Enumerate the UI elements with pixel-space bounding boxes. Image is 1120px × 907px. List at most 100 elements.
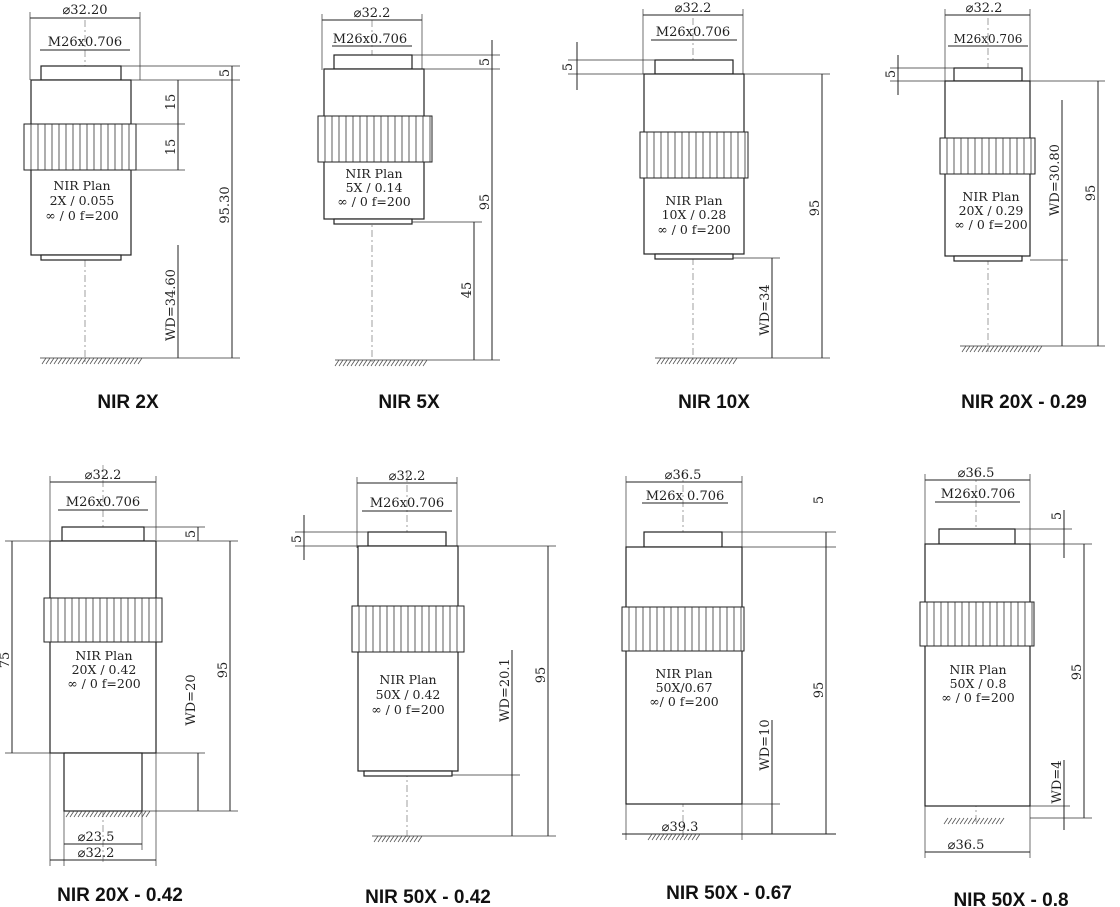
hatch-stroke [672,357,678,365]
hatch-stroke [81,357,87,365]
thread-collar [953,67,1023,82]
objective-title: NIR 50X - 0.42 [365,887,491,907]
working-distance-dim: WD=34.60 [164,269,179,341]
hatch-stroke [963,817,969,825]
diameter-top-value: 32.2 [361,6,390,21]
hatch-stroke [381,835,387,843]
hatch-stroke [57,357,63,365]
lens-magnification: 20X / 0.42 [72,662,137,677]
hatch-stroke [378,359,384,367]
knurl-ring [621,606,745,652]
specimen-plane-hatch [961,345,1043,353]
hatch-stroke [105,810,111,818]
diameter-top-value: 32.2 [973,1,1002,16]
diameter-top-value: 32.2 [682,1,711,16]
hatch-stroke [651,833,657,841]
diameter-top-value: 36.5 [965,466,994,481]
hatch-stroke [676,357,682,365]
objective-title: NIR 10X [678,392,750,413]
diameter-bottom-value: 32.2 [85,846,114,861]
hatch-stroke [45,357,51,365]
diameter-bottom-value: 39.3 [669,820,698,835]
hatch-stroke [89,357,95,365]
hatch-stroke [1025,345,1031,353]
hatch-stroke [97,810,103,818]
front-lens [333,218,413,225]
objective-title: NIR 2X [97,392,159,413]
lens-tube-length: ∞ / 0 f=200 [45,208,119,223]
thread-label: M26x0.706 [66,495,140,510]
knurl-ring [639,131,749,179]
knurl-ring-outline [939,137,1036,175]
diameter-nose-label: ⌀23.5 [78,830,115,845]
hatch-stroke [688,357,694,365]
hatch-stroke [1017,345,1023,353]
lens-name: NIR Plan [379,672,436,687]
hatch-stroke [346,359,352,367]
parfocal-length-dim: 95 [534,667,549,684]
hatch-stroke [85,357,91,365]
hatch-stroke [959,817,965,825]
hatch-stroke [113,810,119,818]
hatch-stroke [129,357,135,365]
specimen-plane-hatch [41,357,143,365]
hatch-stroke [660,357,666,365]
objective-nir-20x-029: ⌀32.2 M26x0.706 NIR Plan 20X / 0.29 ∞ / … [884,1,1105,413]
working-distance-dim: WD=20.1 [498,658,513,722]
collar-height-dim: 5 [478,58,493,66]
lens-magnification: 10X / 0.28 [662,207,727,222]
hatch-stroke [406,359,412,367]
hatch-stroke [73,357,79,365]
hatch-stroke [687,833,693,841]
hatch-stroke [981,345,987,353]
hatch-stroke [943,817,949,825]
diameter-top-label: ⌀36.5 [958,466,995,481]
hatch-stroke [65,810,71,818]
front-lens [953,255,1023,262]
hatch-stroke [125,810,131,818]
thread-label: M26x0.706 [656,25,730,40]
thread-label: M26x0.706 [954,32,1023,46]
hatch-stroke [141,810,147,818]
specimen-plane-hatch [65,810,151,818]
hatch-stroke [133,810,139,818]
hatch-stroke [117,357,123,365]
hatch-stroke [65,357,71,365]
specimen-plane-hatch [373,835,423,843]
diameter-top-label: ⌀32.2 [389,469,426,484]
hatch-stroke [728,357,734,365]
thread-label: M26x0.706 [370,496,444,511]
front-lens [363,770,453,777]
lens-tube-length: ∞ / 0 f=200 [67,676,141,691]
diameter-bottom-value: 36.5 [955,838,984,853]
hatch-stroke [1021,345,1027,353]
lens-name: NIR Plan [345,166,402,181]
specimen-plane-hatch [943,817,1005,825]
diameter-top-value: 36.5 [672,468,701,483]
thread-label: M26x 0.706 [646,489,725,504]
lens-tube-length: ∞ / 0 f=200 [371,702,445,717]
hatch-stroke [121,357,127,365]
hatch-stroke [405,835,411,843]
lens-magnification: 20X / 0.29 [959,203,1024,218]
specimen-plane-hatch [656,357,738,365]
objective-nir-20x-042: ⌀32.2 M26x0.706 NIR Plan 20X / 0.42 ∞ / … [0,465,238,906]
lens-name: NIR Plan [53,178,110,193]
hatch-stroke [362,359,368,367]
diameter-nose-value: 23.5 [85,830,114,845]
hatch-stroke [397,835,403,843]
hatch-stroke [724,357,730,365]
hatch-stroke [667,833,673,841]
knurl-ring [43,597,163,643]
hatch-stroke [961,345,967,353]
hatch-stroke [129,810,135,818]
lens-name: NIR Plan [949,662,1006,677]
hatch-stroke [663,833,669,841]
lens-name: NIR Plan [75,648,132,663]
hatch-stroke [955,817,961,825]
collar-height-dim: 5 [561,63,576,71]
hatch-stroke [77,357,83,365]
hatch-stroke [995,817,1001,825]
knurl-ring [23,123,137,171]
hatch-stroke [696,357,702,365]
